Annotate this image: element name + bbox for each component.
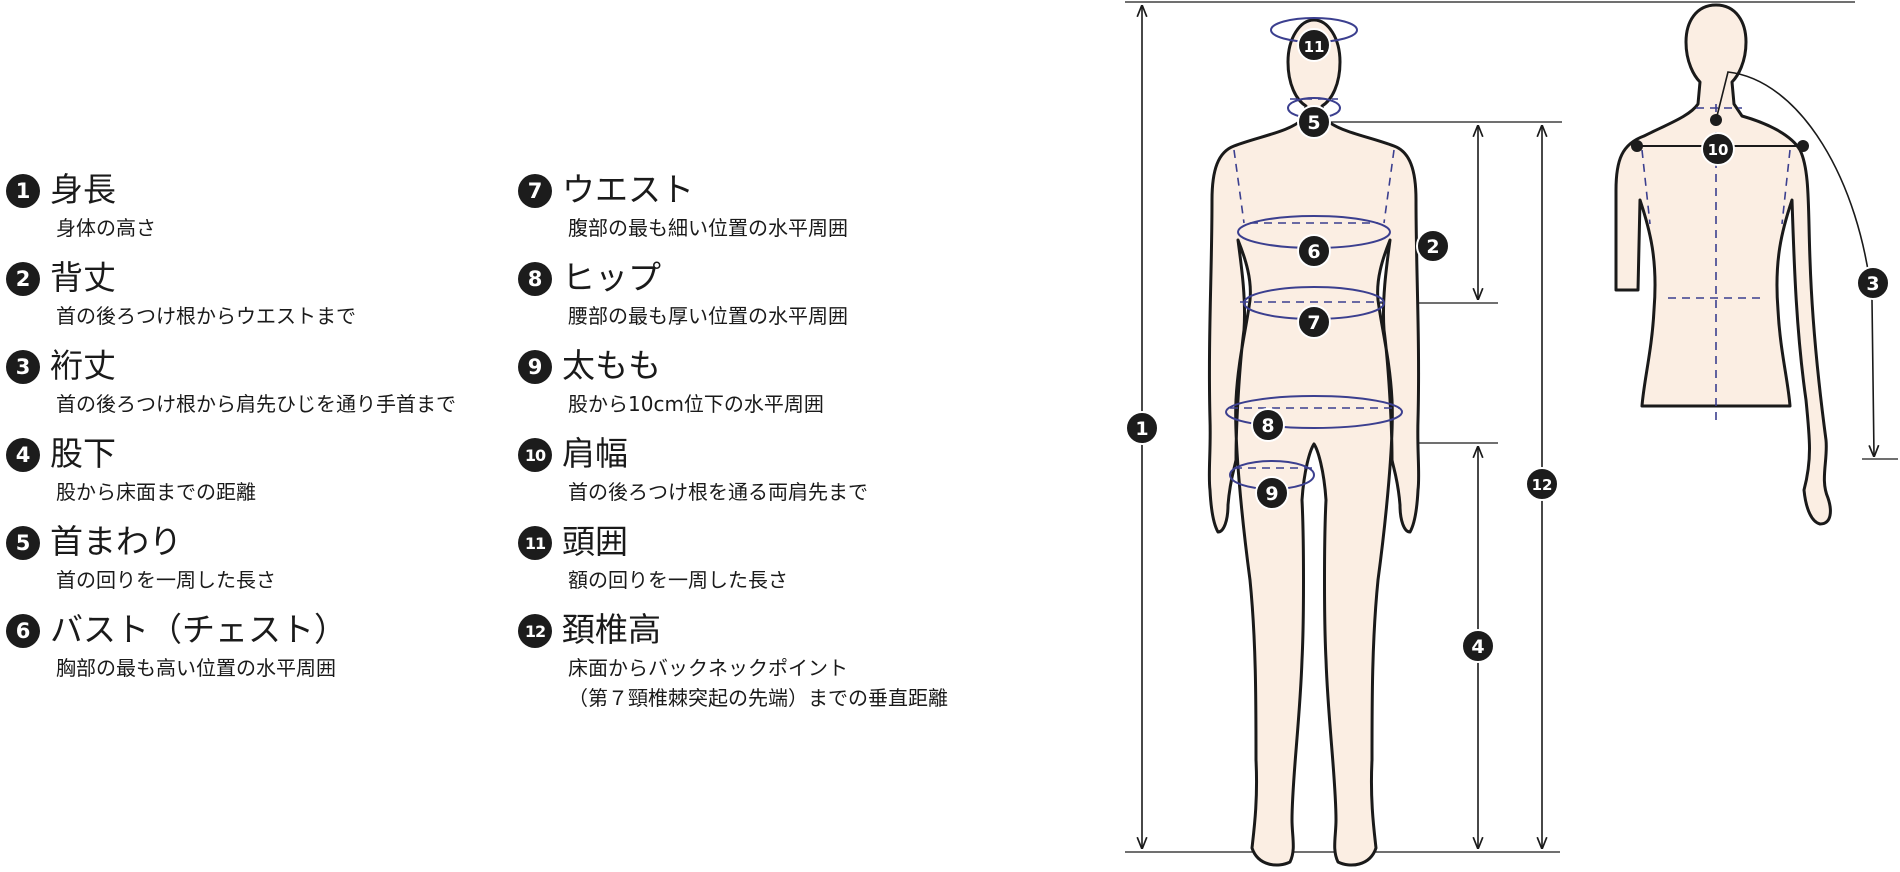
marker-2: 2: [1416, 229, 1450, 263]
marker-4: 4: [1461, 629, 1495, 663]
item-title: 肩幅: [562, 434, 628, 473]
back-body: [1614, 3, 1832, 526]
item-title: ヒップ: [562, 258, 661, 297]
item-title: 首まわり: [50, 522, 182, 561]
number-marker: 7: [518, 174, 552, 208]
number-marker: 10: [518, 438, 552, 472]
svg-text:10: 10: [1708, 141, 1729, 159]
marker-12: 12: [1525, 467, 1559, 501]
shoulder-point-right: [1797, 140, 1809, 152]
item-description: 首の回りを一周した長さ: [56, 568, 276, 592]
number-marker: 5: [6, 526, 40, 560]
number-marker: 11: [518, 526, 552, 560]
item-title: バスト（チェスト）: [50, 610, 347, 649]
item-description: 腰部の最も厚い位置の水平周囲: [568, 304, 848, 328]
number-marker: 2: [6, 262, 40, 296]
number-marker: 4: [6, 438, 40, 472]
svg-text:11: 11: [1304, 38, 1325, 56]
svg-text:8: 8: [1261, 415, 1274, 437]
svg-text:5: 5: [1307, 112, 1320, 134]
item-title: ウエスト: [562, 170, 694, 209]
item-description: 首の後ろつけ根を通る両肩先まで: [568, 480, 868, 504]
marker-9: 9: [1255, 476, 1289, 510]
number-marker: 1: [6, 174, 40, 208]
svg-text:1: 1: [1135, 418, 1148, 440]
figure-number-markers: 11 5 6 7 8 9 1 2 12 4 10 3: [1125, 28, 1890, 663]
svg-text:2: 2: [1426, 236, 1439, 258]
item-title: 背丈: [50, 258, 116, 297]
item-title: 頚椎高: [562, 610, 661, 649]
front-body: [1207, 18, 1421, 867]
svg-text:4: 4: [1471, 636, 1484, 658]
item-description: 床面からバックネックポイント: [568, 656, 848, 680]
marker-10: 10: [1701, 132, 1735, 166]
svg-text:6: 6: [1307, 241, 1320, 263]
item-description: 身体の高さ: [56, 216, 156, 240]
marker-8: 8: [1251, 408, 1285, 442]
marker-1: 1: [1125, 411, 1159, 445]
number-marker: 8: [518, 262, 552, 296]
item-description: 首の後ろつけ根からウエストまで: [56, 304, 356, 328]
item-description: 股から床面までの距離: [56, 480, 256, 504]
svg-text:3: 3: [1866, 273, 1879, 295]
item-description: 胸部の最も高い位置の水平周囲: [56, 656, 336, 680]
item-description: 腹部の最も細い位置の水平周囲: [568, 216, 848, 240]
svg-text:12: 12: [1532, 476, 1553, 494]
item-title: 裄丈: [50, 346, 116, 385]
item-description: 股から10cm位下の水平周囲: [568, 392, 824, 416]
item-title: 太もも: [562, 346, 661, 385]
marker-5: 5: [1297, 105, 1331, 139]
marker-11: 11: [1297, 28, 1331, 62]
number-marker: 3: [6, 350, 40, 384]
number-marker: 9: [518, 350, 552, 384]
item-title: 頭囲: [562, 522, 628, 561]
item-title: 股下: [50, 434, 116, 473]
back-dashed-guides: [1641, 104, 1791, 426]
item-description-line2: （第７頸椎棘突起の先端）までの垂直距離: [568, 686, 948, 710]
svg-text:7: 7: [1307, 312, 1320, 334]
shoulder-point-left: [1631, 140, 1643, 152]
marker-7: 7: [1297, 305, 1331, 339]
svg-text:9: 9: [1265, 483, 1278, 505]
item-title: 身長: [50, 170, 116, 209]
item-description: 首の後ろつけ根から肩先ひじを通り手首まで: [56, 392, 456, 416]
marker-6: 6: [1297, 234, 1331, 268]
number-marker: 6: [6, 614, 40, 648]
item-description: 額の回りを一周した長さ: [568, 568, 788, 592]
front-measure-rings: [1225, 17, 1403, 490]
front-dashed-guides: [1230, 98, 1400, 469]
number-marker: 12: [518, 614, 552, 648]
marker-3: 3: [1856, 266, 1890, 300]
